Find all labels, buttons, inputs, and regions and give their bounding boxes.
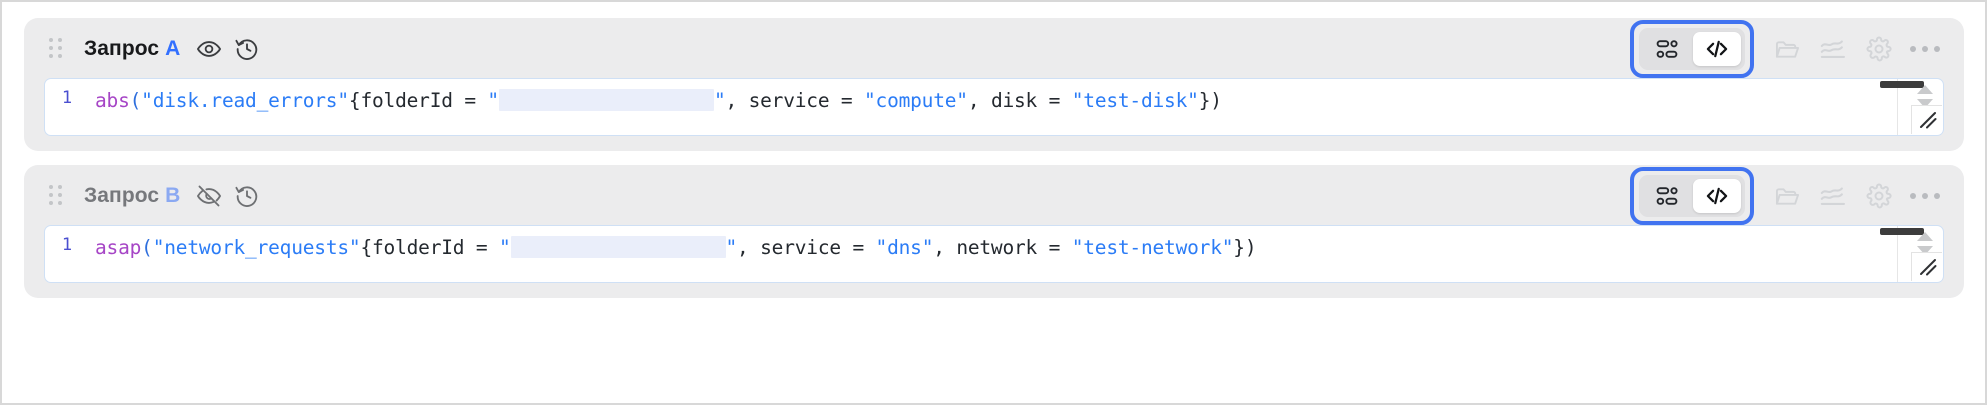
query-toolbar-a	[1630, 18, 1948, 80]
view-toggle-highlight-a	[1630, 20, 1754, 78]
chevron-down-icon[interactable]	[1917, 246, 1933, 255]
code-key-tail: , network =	[933, 236, 1072, 259]
code-quote-open: "	[498, 236, 511, 259]
blocks-view-button-b[interactable]	[1643, 179, 1691, 213]
chevron-up-icon[interactable]	[1917, 85, 1933, 94]
code-content-a[interactable]: abs("disk.read_errors"{folderId = "", se…	[89, 79, 1222, 114]
gear-icon[interactable]	[1856, 173, 1902, 219]
editor-resize-handle-a[interactable]	[1911, 105, 1942, 134]
code-paren-open: (	[129, 89, 142, 112]
code-key-service: , service =	[737, 236, 876, 259]
code-key-tail: , disk =	[967, 89, 1072, 112]
code-editor-a[interactable]: 1 abs("disk.read_errors"{folderId = "", …	[44, 78, 1944, 136]
view-toggle-b	[1639, 175, 1745, 217]
folder-icon[interactable]	[1764, 173, 1810, 219]
folder-icon[interactable]	[1764, 26, 1810, 72]
code-view-button-b[interactable]	[1693, 179, 1741, 213]
code-brace-open: {	[348, 89, 361, 112]
code-function: abs	[95, 89, 130, 112]
chevron-down-icon[interactable]	[1917, 99, 1933, 108]
code-value-service: "dns"	[875, 236, 934, 259]
chart-line-icon[interactable]	[1810, 26, 1856, 72]
code-value-tail: "test-disk"	[1071, 89, 1199, 112]
code-value-service: "compute"	[863, 89, 968, 112]
view-toggle-a	[1639, 28, 1745, 70]
code-quote-close: "	[713, 89, 726, 112]
line-number: 1	[61, 88, 73, 108]
eye-icon[interactable]	[190, 30, 228, 68]
code-value-tail: "test-network"	[1071, 236, 1234, 259]
code-metric: "disk.read_errors"	[141, 89, 349, 112]
query-title-text-b: Запрос	[84, 184, 160, 207]
code-editor-b[interactable]: 1 asap("network_requests"{folderId = " ",…	[44, 225, 1944, 283]
code-quote-close: "	[725, 236, 738, 259]
editor-resize-handle-b[interactable]	[1911, 252, 1942, 281]
drag-handle-icon[interactable]	[46, 185, 66, 207]
code-function: asap	[95, 236, 142, 259]
history-icon[interactable]	[228, 177, 266, 215]
code-line-a: 1 abs("disk.read_errors"{folderId = "", …	[45, 79, 1943, 135]
chevron-up-icon[interactable]	[1917, 232, 1933, 241]
code-close: })	[1198, 89, 1222, 112]
code-paren-open: (	[141, 236, 153, 259]
code-view-button-a[interactable]	[1693, 32, 1741, 66]
drag-handle-icon[interactable]	[46, 38, 66, 60]
redacted-folder-id	[498, 89, 714, 111]
code-key-folderid: folderId =	[372, 236, 499, 259]
editor-spinner-a	[1907, 79, 1943, 135]
redacted-folder-id	[510, 236, 726, 258]
ellipsis-icon[interactable]	[1902, 173, 1948, 219]
code-line-b: 1 asap("network_requests"{folderId = " ",…	[45, 226, 1943, 282]
query-tool-icons-b	[1764, 173, 1948, 219]
history-icon[interactable]	[228, 30, 266, 68]
query-toolbar-b	[1630, 165, 1948, 227]
query-card-a: Запрос A	[24, 18, 1964, 151]
query-title-text-a: Запрос	[84, 37, 160, 60]
query-title-a: Запрос A	[84, 37, 180, 61]
query-tool-icons-a	[1764, 26, 1948, 72]
query-letter-b: B	[165, 184, 181, 207]
code-key-service: , service =	[725, 89, 864, 112]
gear-icon[interactable]	[1856, 26, 1902, 72]
view-toggle-highlight-b	[1630, 167, 1754, 225]
ellipsis-icon[interactable]	[1902, 26, 1948, 72]
scrollbar-thumb[interactable]	[1880, 228, 1924, 235]
code-close: })	[1233, 236, 1257, 259]
eye-off-icon[interactable]	[190, 177, 228, 215]
code-metric: "network_requests"	[152, 236, 361, 259]
code-brace-open: {	[360, 236, 372, 259]
editor-scrollbar-a[interactable]	[1880, 79, 1924, 135]
query-card-b: Запрос B	[24, 165, 1964, 298]
code-key-folderid: folderId =	[360, 89, 488, 112]
code-quote-open: "	[487, 89, 499, 112]
query-letter-a: A	[165, 37, 181, 60]
line-number: 1	[61, 235, 73, 255]
query-card-header-b: Запрос B	[24, 165, 1964, 227]
scrollbar-thumb[interactable]	[1880, 81, 1924, 88]
query-card-header-a: Запрос A	[24, 18, 1964, 80]
query-title-b: Запрос B	[84, 184, 180, 208]
chart-line-icon[interactable]	[1810, 173, 1856, 219]
code-content-b[interactable]: asap("network_requests"{folderId = "", s…	[89, 226, 1257, 261]
editor-spinner-b	[1907, 226, 1943, 282]
blocks-view-button-a[interactable]	[1643, 32, 1691, 66]
editor-scrollbar-b[interactable]	[1880, 226, 1924, 282]
